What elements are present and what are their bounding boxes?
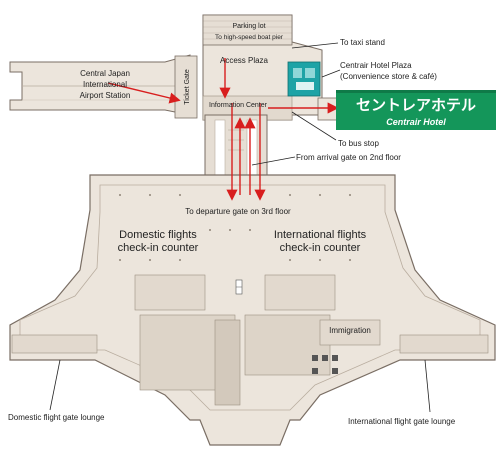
boat-pier-label: To high-speed boat pier	[215, 34, 284, 41]
intl-checkin-label-line2: check-in counter	[280, 242, 361, 254]
domestic-checkin-label-line1: Domestic flights	[119, 229, 197, 241]
parking-lot-label: Parking lot	[232, 23, 265, 30]
elevator-icon	[312, 355, 338, 374]
information-center-label: Information Center	[209, 102, 268, 109]
access-plaza-label: Access Plaza	[220, 56, 269, 65]
station-label-line1: Central Japan	[80, 69, 130, 78]
bus-stop-label: To bus stop	[338, 139, 379, 148]
terminal-building	[9, 174, 496, 446]
hotel-name-en: Centrair Hotel	[386, 117, 446, 127]
departure-gate-label: To departure gate on 3rd floor	[185, 207, 291, 216]
centrair-hotel-banner	[336, 90, 496, 130]
domestic-lounge-label: Domestic flight gate lounge	[8, 413, 105, 422]
immigration-label: Immigration	[329, 326, 371, 335]
intl-checkin-label-line1: International flights	[274, 229, 367, 241]
arrival-gate-label: From arrival gate on 2nd floor	[296, 153, 401, 162]
domestic-checkin-label-line2: check-in counter	[118, 242, 199, 254]
route-arrow-icon	[107, 58, 339, 201]
intl-lounge-label: International flight gate lounge	[348, 417, 456, 426]
hotel-plaza-name-label: Centrair Hotel Plaza	[340, 61, 412, 70]
station-label-line3: Airport Station	[80, 91, 131, 100]
ticket-gate-label: Ticket Gate	[184, 69, 191, 105]
hotel-plaza-desc-label: (Convenience store & café)	[340, 72, 437, 81]
hotel-plaza-area	[287, 61, 321, 97]
station-label-line2: International	[83, 80, 127, 89]
taxi-stand-label: To taxi stand	[340, 38, 385, 47]
station-building	[9, 54, 191, 116]
hotel-name-jp: セントレアホテル	[356, 96, 476, 114]
escalator-icon	[235, 279, 243, 295]
